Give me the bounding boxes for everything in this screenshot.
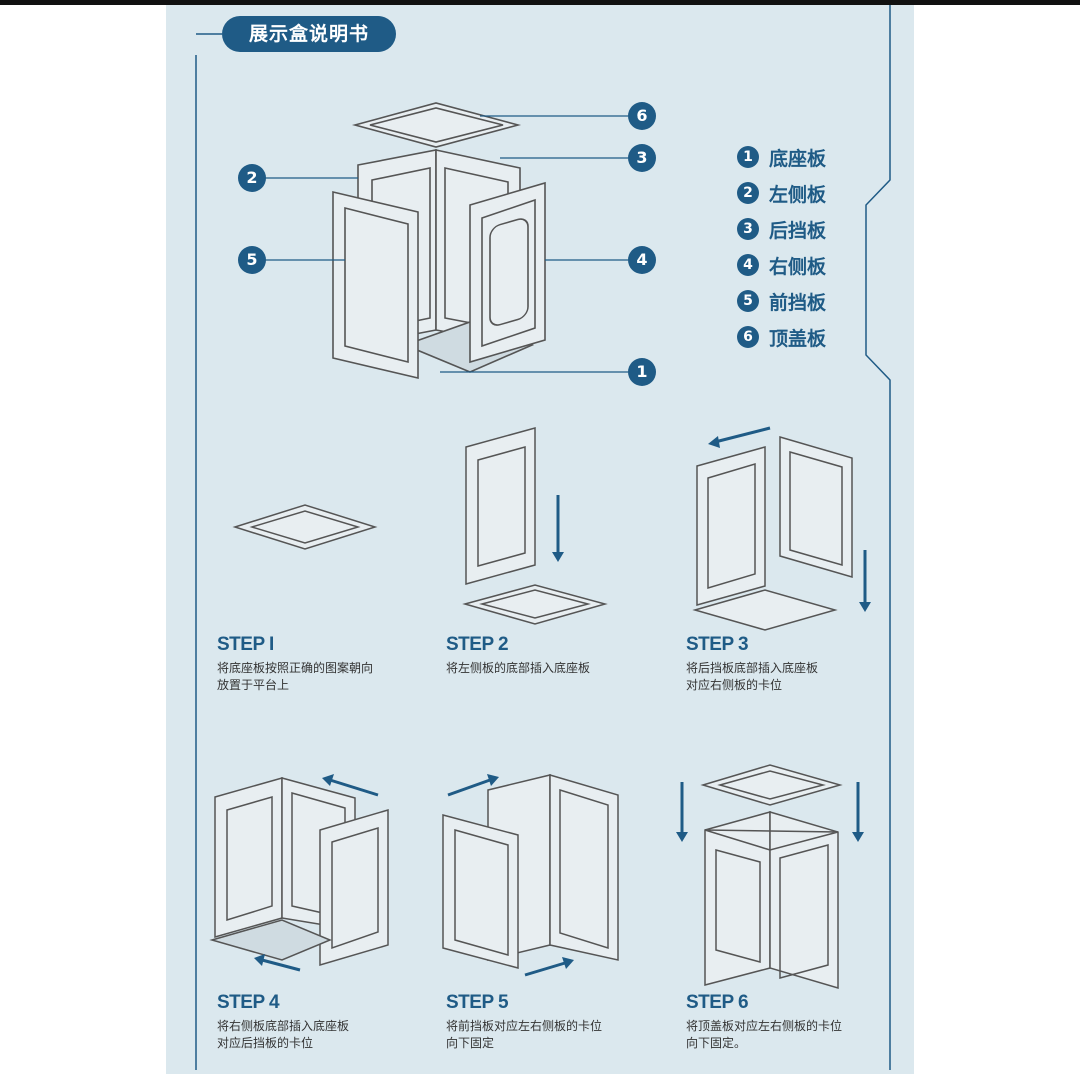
step6-desc-line2: 向下固定。 [686,1036,747,1050]
legend-item: 2 左侧板 [737,175,826,211]
step4-desc-line1: 将右侧板底部插入底座板 [217,1019,350,1033]
step4-desc-line2: 对应后挡板的卡位 [217,1036,314,1050]
step3-title: STEP 3 [686,634,749,655]
legend-number: 1 [737,146,759,168]
legend-label: 后挡板 [769,219,827,242]
step4-illustration [209,777,389,967]
step1-illustration [232,504,378,550]
step1-desc-line1: 将底座板按照正确的图案朝向 [217,661,374,675]
right-panel [469,181,546,364]
front-panel [332,190,419,380]
legend-item: 3 后挡板 [737,211,826,247]
top-border [0,0,1080,5]
legend-number: 5 [737,290,759,312]
step2-title: STEP 2 [446,634,509,655]
step5-desc-line1: 将前挡板对应左右侧板的卡位 [446,1019,603,1033]
step5-illustration [442,773,619,969]
callout-6: 6 [628,102,656,130]
legend-item: 6 顶盖板 [737,319,826,355]
step3-desc-line1: 将后挡板底部插入底座板 [686,661,819,675]
legend-label: 底座板 [769,147,827,170]
step2-desc-line1: 将左侧板的底部插入底座板 [446,661,591,675]
legend-number: 4 [737,254,759,276]
parts-legend: 1 底座板 2 左侧板 3 后挡板 4 右侧板 5 前挡板 6 顶盖板 [737,139,826,355]
legend-label: 右侧板 [769,255,827,278]
legend-label: 左侧板 [769,183,827,206]
legend-number: 6 [737,326,759,348]
step2-desc: 将左侧板的底部插入底座板 [446,660,646,677]
callout-1: 1 [628,358,656,386]
step5-title: STEP 5 [446,992,509,1013]
legend-item: 4 右侧板 [737,247,826,283]
step1-desc: 将底座板按照正确的图案朝向 放置于平台上 [217,660,417,694]
legend-label: 前挡板 [769,291,827,314]
step5-desc-line2: 向下固定 [446,1036,495,1050]
callout-3: 3 [628,144,656,172]
legend-label: 顶盖板 [769,327,827,350]
step6-desc: 将顶盖板对应左右侧板的卡位 向下固定。 [686,1018,886,1052]
step6-illustration [700,764,843,990]
legend-number: 3 [737,218,759,240]
legend-item: 1 底座板 [737,139,826,175]
step4-desc: 将右侧板底部插入底座板 对应后挡板的卡位 [217,1018,417,1052]
step3-illustration [692,436,853,631]
callout-5: 5 [238,246,266,274]
step5-desc: 将前挡板对应左右侧板的卡位 向下固定 [446,1018,646,1052]
step3-desc: 将后挡板底部插入底座板 对应右侧板的卡位 [686,660,886,694]
lid-panel [351,102,522,148]
step4-title: STEP 4 [217,992,280,1013]
step1-title: STEP I [217,634,274,655]
step3-desc-line2: 对应右侧板的卡位 [686,678,783,692]
step2-illustration [462,427,608,625]
step6-desc-line1: 将顶盖板对应左右侧板的卡位 [686,1019,843,1033]
legend-number: 2 [737,182,759,204]
legend-item: 5 前挡板 [737,283,826,319]
step6-title: STEP 6 [686,992,749,1013]
page-title: 展示盒说明书 [222,16,396,52]
callout-2: 2 [238,164,266,192]
step1-desc-line2: 放置于平台上 [217,678,290,692]
callout-4: 4 [628,246,656,274]
